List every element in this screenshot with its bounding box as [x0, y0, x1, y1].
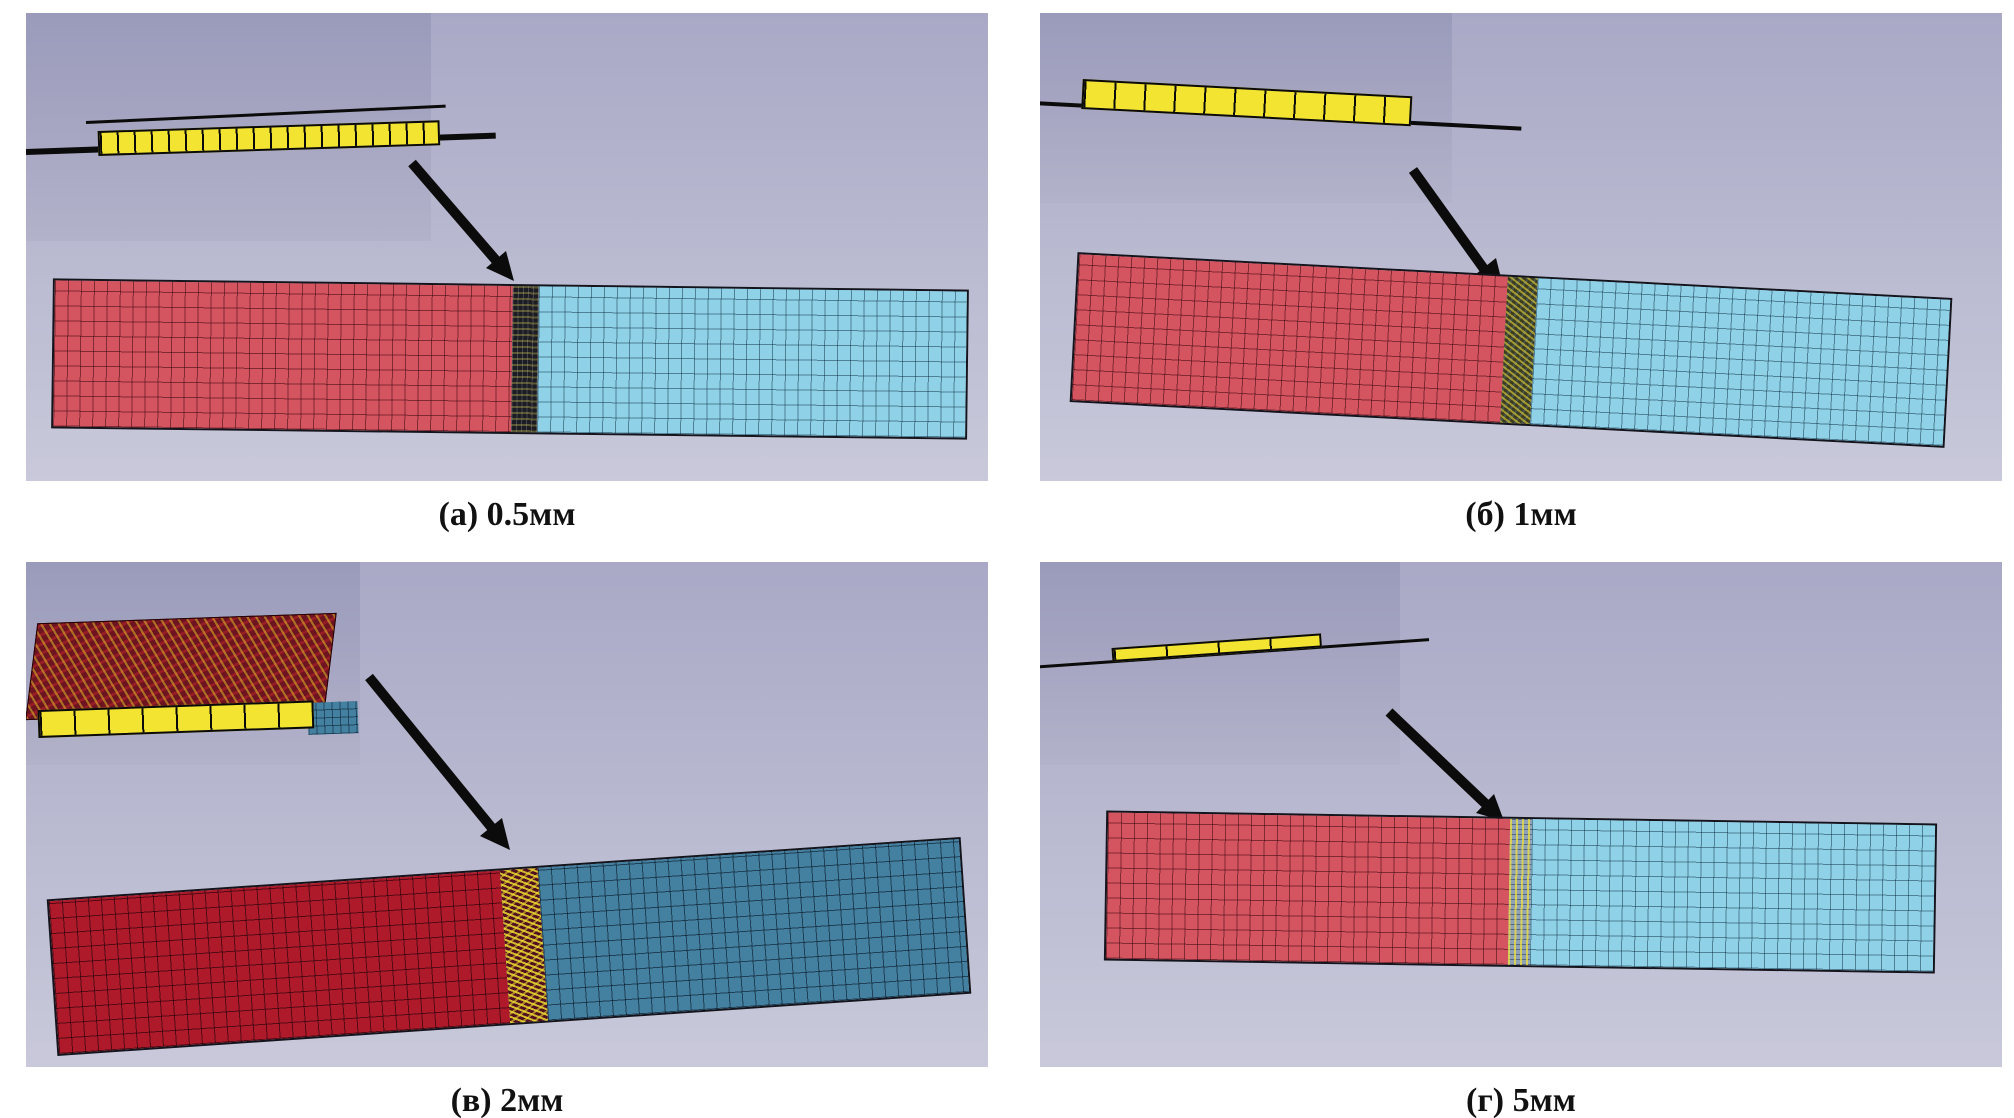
specimen-bar-v	[46, 837, 972, 1056]
caption-g: (г) 5мм	[1466, 1082, 1576, 1118]
arrow-shaft	[365, 673, 500, 837]
substrate-blue-mesh-g	[1529, 819, 1936, 972]
specimen-bar-g	[1103, 810, 1938, 974]
substrate-red-mesh-v	[48, 870, 511, 1054]
substrate-blue-mesh-a	[537, 286, 967, 438]
panel-v: (в) 2мм	[26, 562, 988, 1118]
adhesive-joint-g	[1507, 818, 1533, 966]
specimen-bar-b	[1069, 252, 1953, 448]
panel-a: (а) 0.5мм	[26, 13, 988, 535]
panel-b-canvas	[1040, 13, 2002, 481]
caption-a: (а) 0.5мм	[438, 496, 576, 533]
blue-substrate-closeup-v	[307, 701, 359, 735]
panel-g: (г) 5мм	[1040, 562, 2002, 1118]
adhesive-joint-a	[511, 286, 539, 433]
substrate-red-mesh-g	[1105, 812, 1511, 965]
inset-closeup-v	[26, 562, 360, 765]
substrate-red-mesh-b	[1071, 254, 1508, 423]
panel-v-canvas	[26, 562, 988, 1067]
caption-v: (в) 2мм	[450, 1082, 564, 1118]
arrow-shaft	[1385, 708, 1494, 812]
caption-b: (б) 1мм	[1465, 496, 1577, 533]
panel-g-canvas	[1040, 562, 2002, 1067]
substrate-blue-mesh-v	[537, 839, 970, 1021]
panel-b: (б) 1мм	[1040, 13, 2002, 535]
substrate-red-mesh-a	[53, 280, 513, 433]
arrow-head	[480, 818, 510, 850]
specimen-bar-a	[51, 278, 969, 440]
panel-a-canvas	[26, 13, 988, 481]
arrow-head	[486, 251, 514, 281]
substrate-blue-mesh-b	[1530, 278, 1951, 446]
